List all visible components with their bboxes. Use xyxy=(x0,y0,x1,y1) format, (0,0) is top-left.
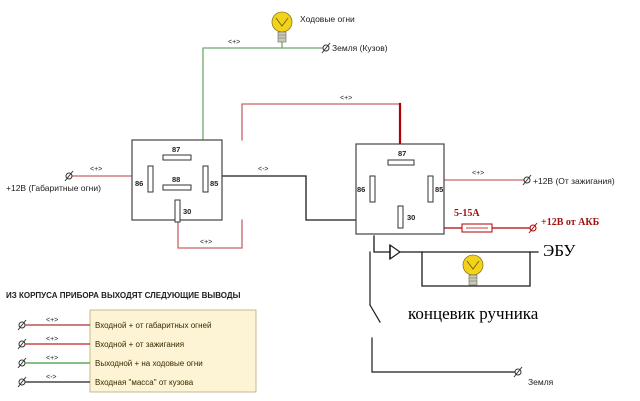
legend-sign: <+> xyxy=(46,355,58,362)
label-plus12-ignition: +12В (От зажигания) xyxy=(533,176,615,186)
relay1-pin-85: 85 xyxy=(210,179,218,188)
wire-ecu-line xyxy=(373,235,539,253)
label-ground: Земля xyxy=(528,377,554,387)
legend-terminal-icon xyxy=(17,319,27,331)
label-plus12-battery: +12В от АКБ xyxy=(541,217,600,228)
legend-item-text: Выходной + на ходовые огни xyxy=(95,359,203,368)
legend-sign: <+> xyxy=(46,317,58,324)
label-plus12-dimensions: +12В (Габаритные огни) xyxy=(6,183,101,193)
relay2-pin-85: 85 xyxy=(435,185,443,194)
legend-item-text: Входной + от зажигания xyxy=(95,340,184,349)
label-running-lights: Ходовые огни xyxy=(300,14,355,24)
relay1-pin-30: 30 xyxy=(183,207,191,216)
legend-terminal-icon xyxy=(17,376,27,388)
sign-relay-link: <+> xyxy=(340,95,352,102)
wire-lamp2-loop xyxy=(421,251,531,287)
label-ground-body: Земля (Кузов) xyxy=(332,43,388,53)
relay1-pin-87: 87 xyxy=(172,145,180,154)
terminal-dimensions-icon xyxy=(64,170,74,182)
relay1-pin-86: 86 xyxy=(135,179,143,188)
handbrake-switch-contact xyxy=(369,304,381,323)
legend-box xyxy=(89,309,257,393)
legend-item-text: Входной + от габаритных огней xyxy=(95,321,211,330)
legend-terminal-icon xyxy=(17,338,27,350)
terminal-battery-icon xyxy=(528,222,538,234)
relay2-pin-86: 86 xyxy=(357,185,365,194)
label-ecu: ЭБУ xyxy=(543,241,576,260)
lamp-bulb-icon xyxy=(271,11,293,33)
wire-relay1-85-to-relay2-86 xyxy=(221,175,375,221)
lamp-bulb-icon xyxy=(462,254,484,276)
legend-terminal-icon xyxy=(17,357,27,369)
sign-running-lights: <+> xyxy=(228,39,240,46)
sign-dimensions: <+> xyxy=(90,166,102,173)
terminal-ground-body-icon xyxy=(321,42,331,54)
wire-to-ground xyxy=(371,337,516,373)
relay2-pin-87: 87 xyxy=(398,149,406,158)
fuse-rating: 5-15А xyxy=(454,208,480,219)
fuse: 5-15А xyxy=(454,208,493,233)
legend-sign: <-> xyxy=(46,374,57,381)
indicator-lamp xyxy=(462,254,484,286)
wire-relay1-30-loop xyxy=(177,217,243,249)
relay1-pin-88: 88 xyxy=(172,175,180,184)
relay-1: 87 88 86 85 30 xyxy=(131,139,223,223)
terminals xyxy=(64,42,538,378)
wires xyxy=(71,41,539,373)
sign-ignition: <+> xyxy=(472,170,484,177)
legend: ИЗ КОРПУСА ПРИБОРА ВЫХОДЯТ СЛЕДУЮЩИЕ ВЫВ… xyxy=(6,291,257,393)
wire-signs: <+> <+> <+> <-> <+> <+> xyxy=(90,39,484,246)
diode-icon xyxy=(389,243,405,261)
sign-relay1-30: <+> xyxy=(200,239,212,246)
wire-relay1-87-to-relay2-87 xyxy=(241,103,401,141)
terminal-ground-icon xyxy=(513,366,523,378)
legend-title: ИЗ КОРПУСА ПРИБОРА ВЫХОДЯТ СЛЕДУЮЩИЕ ВЫВ… xyxy=(6,291,241,300)
relay2-pin-30: 30 xyxy=(407,213,415,222)
relay-2: 87 86 85 30 xyxy=(355,143,445,235)
running-lights-lamp xyxy=(271,11,293,43)
legend-sign: <+> xyxy=(46,336,58,343)
legend-item-text: Входная "масса" от кузова xyxy=(95,378,194,387)
sign-minus: <-> xyxy=(258,166,269,173)
label-handbrake-switch: концевик ручника xyxy=(408,304,539,323)
terminal-ignition-icon xyxy=(522,174,532,186)
